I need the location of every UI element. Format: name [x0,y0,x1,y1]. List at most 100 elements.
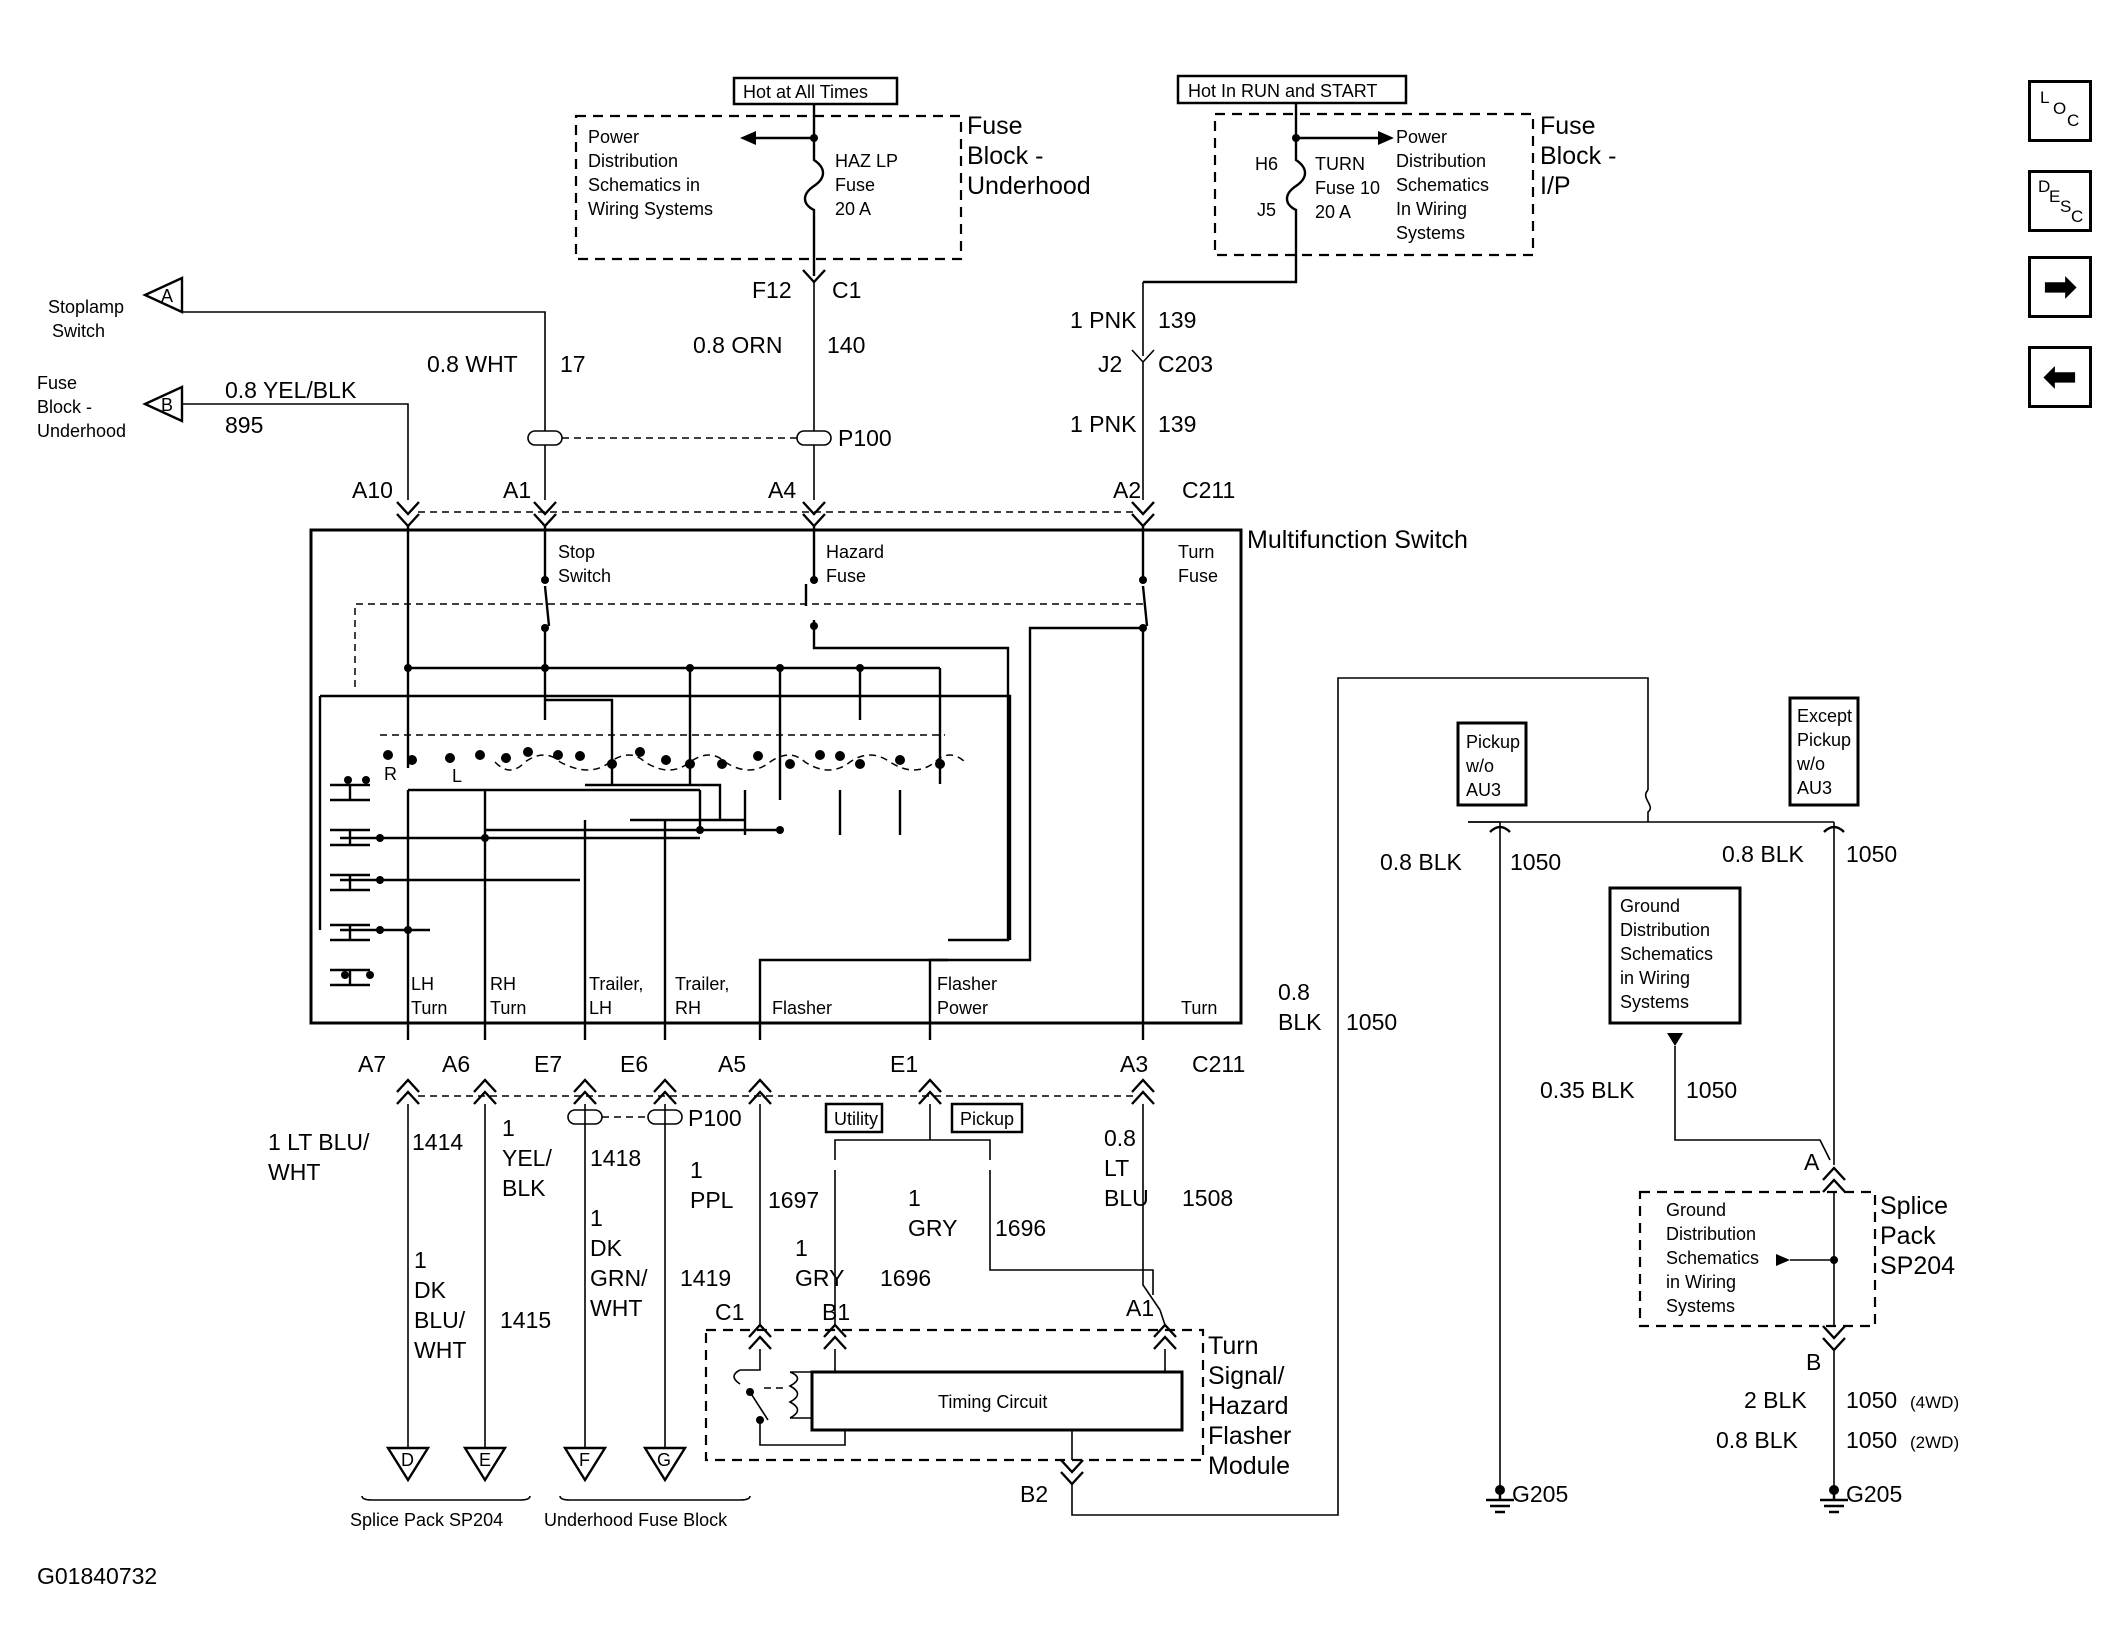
turn-inner-label: Turn [1181,998,1217,1018]
t-4wd-label: (4WD) [1910,1393,1959,1412]
wire-1419-label: 1419 [680,1265,731,1291]
t-2wd-label: (2WD) [1910,1433,1959,1452]
c211-bottom-terminals [396,1078,1155,1105]
hot-run-start-box [1176,74,1408,105]
wire-orn-label: 0.8 ORN [693,332,782,358]
wire-1418-label: 1418 [590,1145,641,1171]
a2-terminal [1131,501,1155,528]
wire-895-label: 895 [225,412,263,438]
underhood-fuse-block-label: Underhood Fuse Block [544,1510,728,1530]
trailer-lh-label: Trailer,LH [589,974,643,1018]
wire-breaks [1489,825,1845,833]
fuse-block-ip-outline [1213,112,1535,257]
l-label: L [452,766,462,786]
wire-035blk-label: 0.35 BLK [1540,1077,1635,1103]
mechanical-link [354,603,1143,688]
h6-label: H6 [1255,154,1278,174]
a3-label: A3 [1120,1051,1148,1077]
contact-dot [1139,576,1147,584]
trailer-rh-label: Trailer,RH [675,974,729,1018]
stoplamp-switch-text: Stoplamp Switch [48,297,129,341]
a6-label: A6 [442,1051,470,1077]
contact-dot [541,624,549,632]
pickup-wo-au3-box [1456,721,1528,807]
splice-dot [1830,1256,1838,1264]
hazard-fuse-text: Hazard Fuse [826,542,889,586]
e1-label: E1 [890,1051,918,1077]
wire-1050-mid-label: 1050 [1346,1009,1397,1035]
a10-terminal [396,501,420,528]
next-button[interactable]: ➡ [2028,256,2092,318]
left-rails [340,836,700,932]
b2-label: B2 [1020,1481,1048,1507]
splice-a-terminal [1822,1166,1846,1193]
r-label: R [384,764,397,784]
c211-top-label: C211 [1182,477,1235,503]
ground-return-wire [1071,677,1649,1516]
hazard-fuse-contacts [804,526,1010,942]
prev-button[interactable]: ⬅ [2028,346,2092,408]
fuse-block-left-text: Fuse Block - Underhood [37,373,126,441]
pd-left-text: Power Distribution Schematics in Wiring … [588,127,713,219]
ground-distribution-box [1608,886,1742,1025]
f12-label: F12 [752,277,792,303]
junction-dot [481,834,489,842]
wire-1697-label: 1697 [768,1187,819,1213]
wire-1050-right-label: 1050 [1846,841,1897,867]
wiper-link [494,754,966,771]
wire-035blk [1674,1046,1831,1161]
junction-dot [776,826,784,834]
junction-dot [404,926,412,934]
timing-circuit-label: Timing Circuit [938,1392,1047,1412]
matrix-drops [698,790,902,835]
wire-1508-label: 1508 [1182,1185,1233,1211]
ground-drops [1468,821,1835,840]
flasher-label: Flasher [772,998,832,1018]
contact-dot [541,576,549,584]
haz-lp-fuse-symbol [803,138,825,258]
loc-button[interactable]: L O C [2028,80,2092,142]
contact-dot [810,576,818,584]
loc-glyph-l: L [2040,88,2050,107]
c1-bottom-label: C1 [715,1299,744,1325]
wire-08blk-2wd-label: 0.8 BLK [1716,1427,1798,1453]
desc-glyph-c: C [2071,207,2084,226]
arrow-right-icon [1776,1254,1790,1266]
wire-1696-split [834,1104,991,1160]
stop-switch-contacts [543,526,551,668]
a4-terminal [802,501,826,528]
connector-g-label: G [657,1450,671,1470]
flasher-power-line [928,958,948,1040]
arrow-right-icon [1378,131,1394,145]
wire-pnk1-label: 1 PNK [1070,307,1137,333]
p100-pass-through [527,430,563,446]
wire-1696-pickup [989,1170,1154,1295]
wire-1696a-label: 1696 [995,1215,1046,1241]
wire-1050-2wd-label: 1050 [1846,1427,1897,1453]
c1-top-label: C1 [832,277,861,303]
desc-button[interactable]: D E S C [2028,170,2092,232]
splice-pack-outline [1638,1190,1877,1328]
pnk-wire [1131,282,1155,500]
wire-17-label: 17 [560,351,586,377]
c211-bottom-label: C211 [1192,1051,1245,1077]
p100-bottom-label: P100 [688,1105,742,1131]
stop-switch-text: Stop Switch [558,542,611,586]
contact-dot [756,1416,764,1424]
j5-label: J5 [1257,200,1276,220]
left-arrow-icon: ⬅ [2043,355,2077,399]
flasher-feed [758,626,1143,1040]
wire-1050-left-label: 1050 [1510,849,1561,875]
a7-label: A7 [358,1051,386,1077]
stoplamp-wire [182,311,546,500]
connector-a-triangle [142,276,184,314]
right-arrow-icon: ➡ [2043,265,2077,309]
b2-terminal [1060,1459,1084,1486]
flasher-module-outline [704,1328,1205,1462]
